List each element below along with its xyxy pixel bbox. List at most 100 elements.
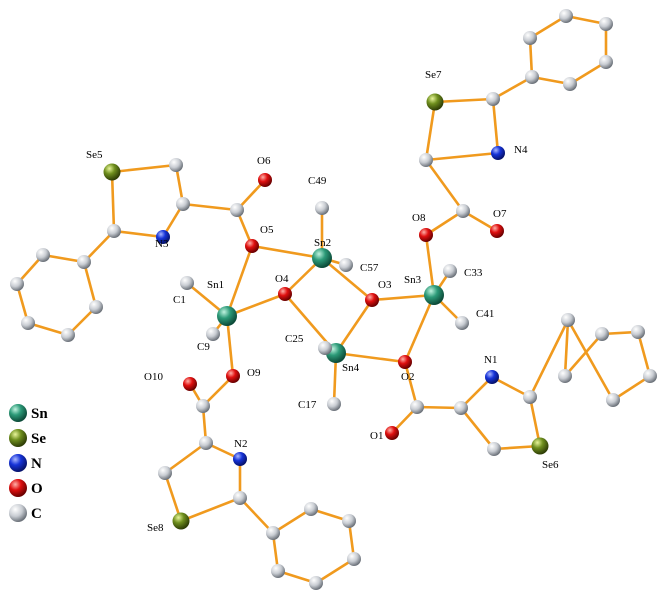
carbon-atom (196, 399, 210, 413)
bond-Sn3-O8 (424, 233, 436, 297)
bond-f2-f3 (563, 332, 604, 378)
atom-label-se8: Se8 (147, 522, 164, 534)
atom-label-c41: C41 (476, 308, 494, 320)
atom-label-sn1: Sn1 (207, 279, 224, 291)
carbon-atom (559, 9, 573, 23)
carbon-atom (61, 328, 75, 342)
carbon-atom (525, 70, 539, 84)
legend-swatch-n (9, 454, 27, 472)
atom-sn3 (424, 285, 444, 305)
bond-O2-e1 (403, 360, 419, 409)
bond-f1-f7 (528, 318, 570, 399)
atom-label-n1: N1 (484, 354, 497, 366)
atom-se5 (103, 163, 121, 181)
atom-label-o8: O8 (412, 212, 426, 224)
carbon-atom (21, 316, 35, 330)
carbon-atom (599, 55, 613, 69)
atom-o9 (226, 369, 240, 383)
carbon-atom (631, 325, 645, 339)
carbon-atom (561, 313, 575, 327)
legend-swatch-o (9, 479, 27, 497)
atom-label-n3: N3 (155, 238, 169, 250)
legend-swatch-sn (9, 404, 27, 422)
carbon-atom (419, 153, 433, 167)
carbon-atom (230, 203, 244, 217)
bond-O8-g1 (424, 209, 465, 237)
bond-f1-N1 (490, 375, 532, 399)
carbon-atom (176, 197, 190, 211)
atom-label-c57: C57 (360, 262, 379, 274)
atom-layer (10, 9, 657, 590)
atom-c57 (339, 258, 353, 272)
carbon-atom (342, 514, 356, 528)
bond-e2-N1 (459, 375, 494, 410)
bond-Sn4-O2 (334, 351, 407, 364)
bond-g2-N4 (424, 151, 500, 162)
bond-O2-Sn3 (403, 293, 436, 364)
carbon-atom (309, 576, 323, 590)
atom-label-c1: C1 (173, 294, 186, 306)
bond-a3-Se5 (110, 163, 178, 174)
carbon-atom (595, 327, 609, 341)
legend-label-sn: Sn (31, 406, 48, 422)
atom-label-o2: O2 (401, 371, 414, 383)
atom-se7 (426, 93, 444, 111)
atom-n2 (233, 452, 247, 466)
bond-O9-c1 (201, 374, 235, 408)
carbon-atom (486, 92, 500, 106)
atom-label-o10: O10 (144, 371, 163, 383)
atom-c33 (443, 264, 457, 278)
atom-label-c17: C17 (298, 399, 317, 411)
carbon-atom (199, 436, 213, 450)
atom-label-n2: N2 (234, 438, 247, 450)
atom-n4 (491, 146, 505, 160)
bond-g3-h1 (491, 75, 534, 101)
atom-label-o7: O7 (493, 208, 507, 220)
bond-g3-N4 (491, 97, 500, 155)
carbon-atom (36, 248, 50, 262)
atom-label-c33: C33 (464, 267, 483, 279)
bond-O3-Sn4 (334, 298, 374, 355)
bond-h5-h6 (568, 60, 608, 86)
bond-f5-f6 (611, 374, 652, 402)
carbon-atom (523, 390, 537, 404)
bond-a4-b1 (82, 229, 116, 264)
atom-o2 (398, 355, 412, 369)
atom-label-se7: Se7 (425, 69, 442, 81)
carbon-atom (558, 369, 572, 383)
carbon-atom (304, 502, 318, 516)
carbon-atom (233, 491, 247, 505)
bond-h2-h3 (528, 14, 568, 40)
bond-Sn2-O3 (320, 256, 374, 302)
bond-Se7-g3 (433, 97, 495, 104)
atom-n3 (156, 230, 170, 244)
bond-Sn1-O9 (225, 314, 235, 378)
atom-sn1 (217, 306, 237, 326)
carbon-atom (77, 255, 91, 269)
atom-c1 (180, 276, 194, 290)
atom-c41 (455, 316, 469, 330)
bond-a1-a2 (181, 202, 239, 212)
atom-label-o9: O9 (247, 367, 261, 379)
legend-label-c: C (31, 506, 42, 522)
bond-O5-Sn1 (225, 244, 254, 318)
atom-c49 (315, 201, 329, 215)
atom-o4 (278, 287, 292, 301)
label-layer: Sn1Sn2Sn3Sn4O1O2O3O4O5O6O7O8O9O10N1N2N3N… (86, 69, 559, 534)
atom-label-sn3: Sn3 (404, 274, 422, 286)
atom-label-o3: O3 (378, 279, 392, 291)
bond-f6-f7 (566, 318, 615, 402)
bond-g2-Se7 (424, 100, 437, 162)
carbon-atom (456, 204, 470, 218)
atom-c17 (327, 397, 341, 411)
legend-label-o: O (31, 481, 43, 497)
bond-f4-f5 (636, 330, 652, 378)
atom-label-c9: C9 (197, 341, 210, 353)
legend-swatch-se (9, 429, 27, 447)
atom-o8 (419, 228, 433, 242)
atom-label-sn2: Sn2 (314, 237, 331, 249)
bond-layer (15, 14, 652, 585)
atom-se6 (531, 437, 549, 455)
bond-b1-b2 (82, 260, 98, 309)
carbon-atom (10, 277, 24, 291)
